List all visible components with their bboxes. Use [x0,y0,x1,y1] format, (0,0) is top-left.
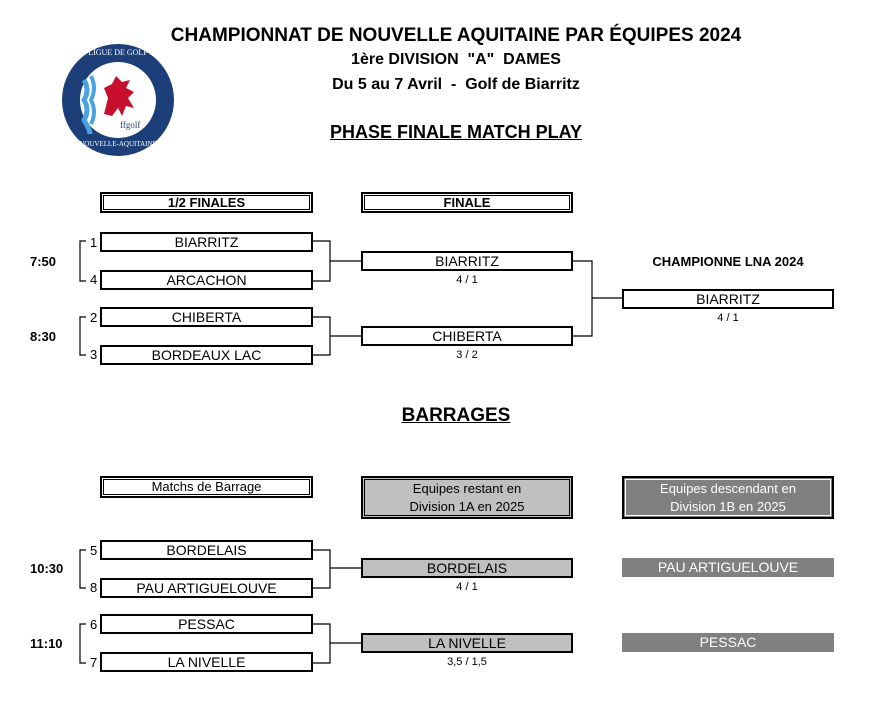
semi-2-time: 8:30 [30,329,57,344]
barrage-1-team-a: BORDELAIS [100,540,313,560]
barrage-1-team-b: PAU ARTIGUELOUVE [100,578,313,598]
league-logo: LIGUE DE GOLF ffgolf NOUVELLE-AQUITAINE [60,42,176,158]
barrage-1-winner: BORDELAIS [361,558,573,578]
relegated-teams-line-2: Division 1B en 2025 [670,499,786,514]
division-subtitle: 1ère DIVISION "A" DAMES [351,51,561,68]
final-column-label: FINALE [443,195,491,210]
barrage-2-seed-a: 6 [90,617,98,632]
final-team-2: CHIBERTA [361,326,573,346]
semi-2-seed-b: 3 [90,347,98,362]
staying-teams-line-1: Equipes restant en [412,481,522,496]
league-logo-graphic [62,44,174,156]
barrage-2-time: 11:10 [30,636,63,651]
barrage-1-score: 4 / 1 [456,581,478,593]
bracket-right-semi-1 [312,240,362,282]
bracket-left-barrage-2 [79,623,86,664]
champion-label: CHAMPIONNE LNA 2024 [652,254,804,269]
semis-column-header: 1/2 FINALES [100,192,313,213]
barrage-2-team-a: PESSAC [100,614,313,634]
bracket-right-barrage-1 [312,549,362,589]
logo-bottom-text: NOUVELLE-AQUITAINE [79,140,157,148]
barrage-2-seed-b: 7 [90,655,98,670]
staying-teams-header: Equipes restant en Division 1A en 2025 [361,476,573,519]
semi-2-score: 3 / 2 [456,349,478,361]
logo-brand: ffgolf [120,120,141,130]
barrage-2-score: 3,5 / 1,5 [447,656,487,668]
barrage-matches-header: Matchs de Barrage [100,476,313,498]
phase-finale-title: PHASE FINALE MATCH PLAY [329,122,583,142]
barrage-2-winner: LA NIVELLE [361,633,573,653]
relegated-teams-header: Equipes descendant en Division 1B en 202… [622,476,834,519]
semi-2-team-b: BORDEAUX LAC [100,345,313,365]
barrage-1-time: 10:30 [30,561,64,576]
final-column-header: FINALE [361,192,573,213]
bracket-right-semi-2 [312,316,362,356]
semis-column-label: 1/2 FINALES [167,195,246,210]
logo-top-text: LIGUE DE GOLF [88,48,148,57]
barrage-2-team-b: LA NIVELLE [100,652,313,672]
barrage-2-relegated: PESSAC [622,633,834,652]
staying-teams-line-2: Division 1A en 2025 [409,499,525,514]
bracket-final [572,260,623,337]
event-dates: Du 5 au 7 Avril - Golf de Biarritz [332,76,580,93]
semi-1-team-b: ARCACHON [100,270,313,290]
bracket-left-barrage-1 [79,549,86,589]
bracket-left-semi-2 [79,316,86,356]
page-title: CHAMPIONNAT DE NOUVELLE AQUITAINE PAR ÉQ… [170,25,742,46]
barrage-matches-label: Matchs de Barrage [151,479,262,494]
semi-2-team-a: CHIBERTA [100,307,313,327]
semi-1-time: 7:50 [30,254,57,269]
semi-1-score: 4 / 1 [456,274,478,286]
barrage-1-relegated: PAU ARTIGUELOUVE [622,558,834,577]
semi-1-seed-b: 4 [90,272,98,287]
bracket-left-semi-1 [79,240,86,282]
semi-2-seed-a: 2 [90,310,98,325]
bracket-right-barrage-2 [312,623,362,664]
champion-team: BIARRITZ [622,289,834,309]
relegated-teams-line-1: Equipes descendant en [660,481,796,496]
barrage-1-seed-b: 8 [90,580,98,595]
barrage-1-seed-a: 5 [90,543,98,558]
final-score: 4 / 1 [717,312,739,324]
barrages-title: BARRAGES [401,405,511,426]
semi-1-seed-a: 1 [90,235,98,250]
semi-1-team-a: BIARRITZ [100,232,313,252]
final-team-1: BIARRITZ [361,251,573,271]
